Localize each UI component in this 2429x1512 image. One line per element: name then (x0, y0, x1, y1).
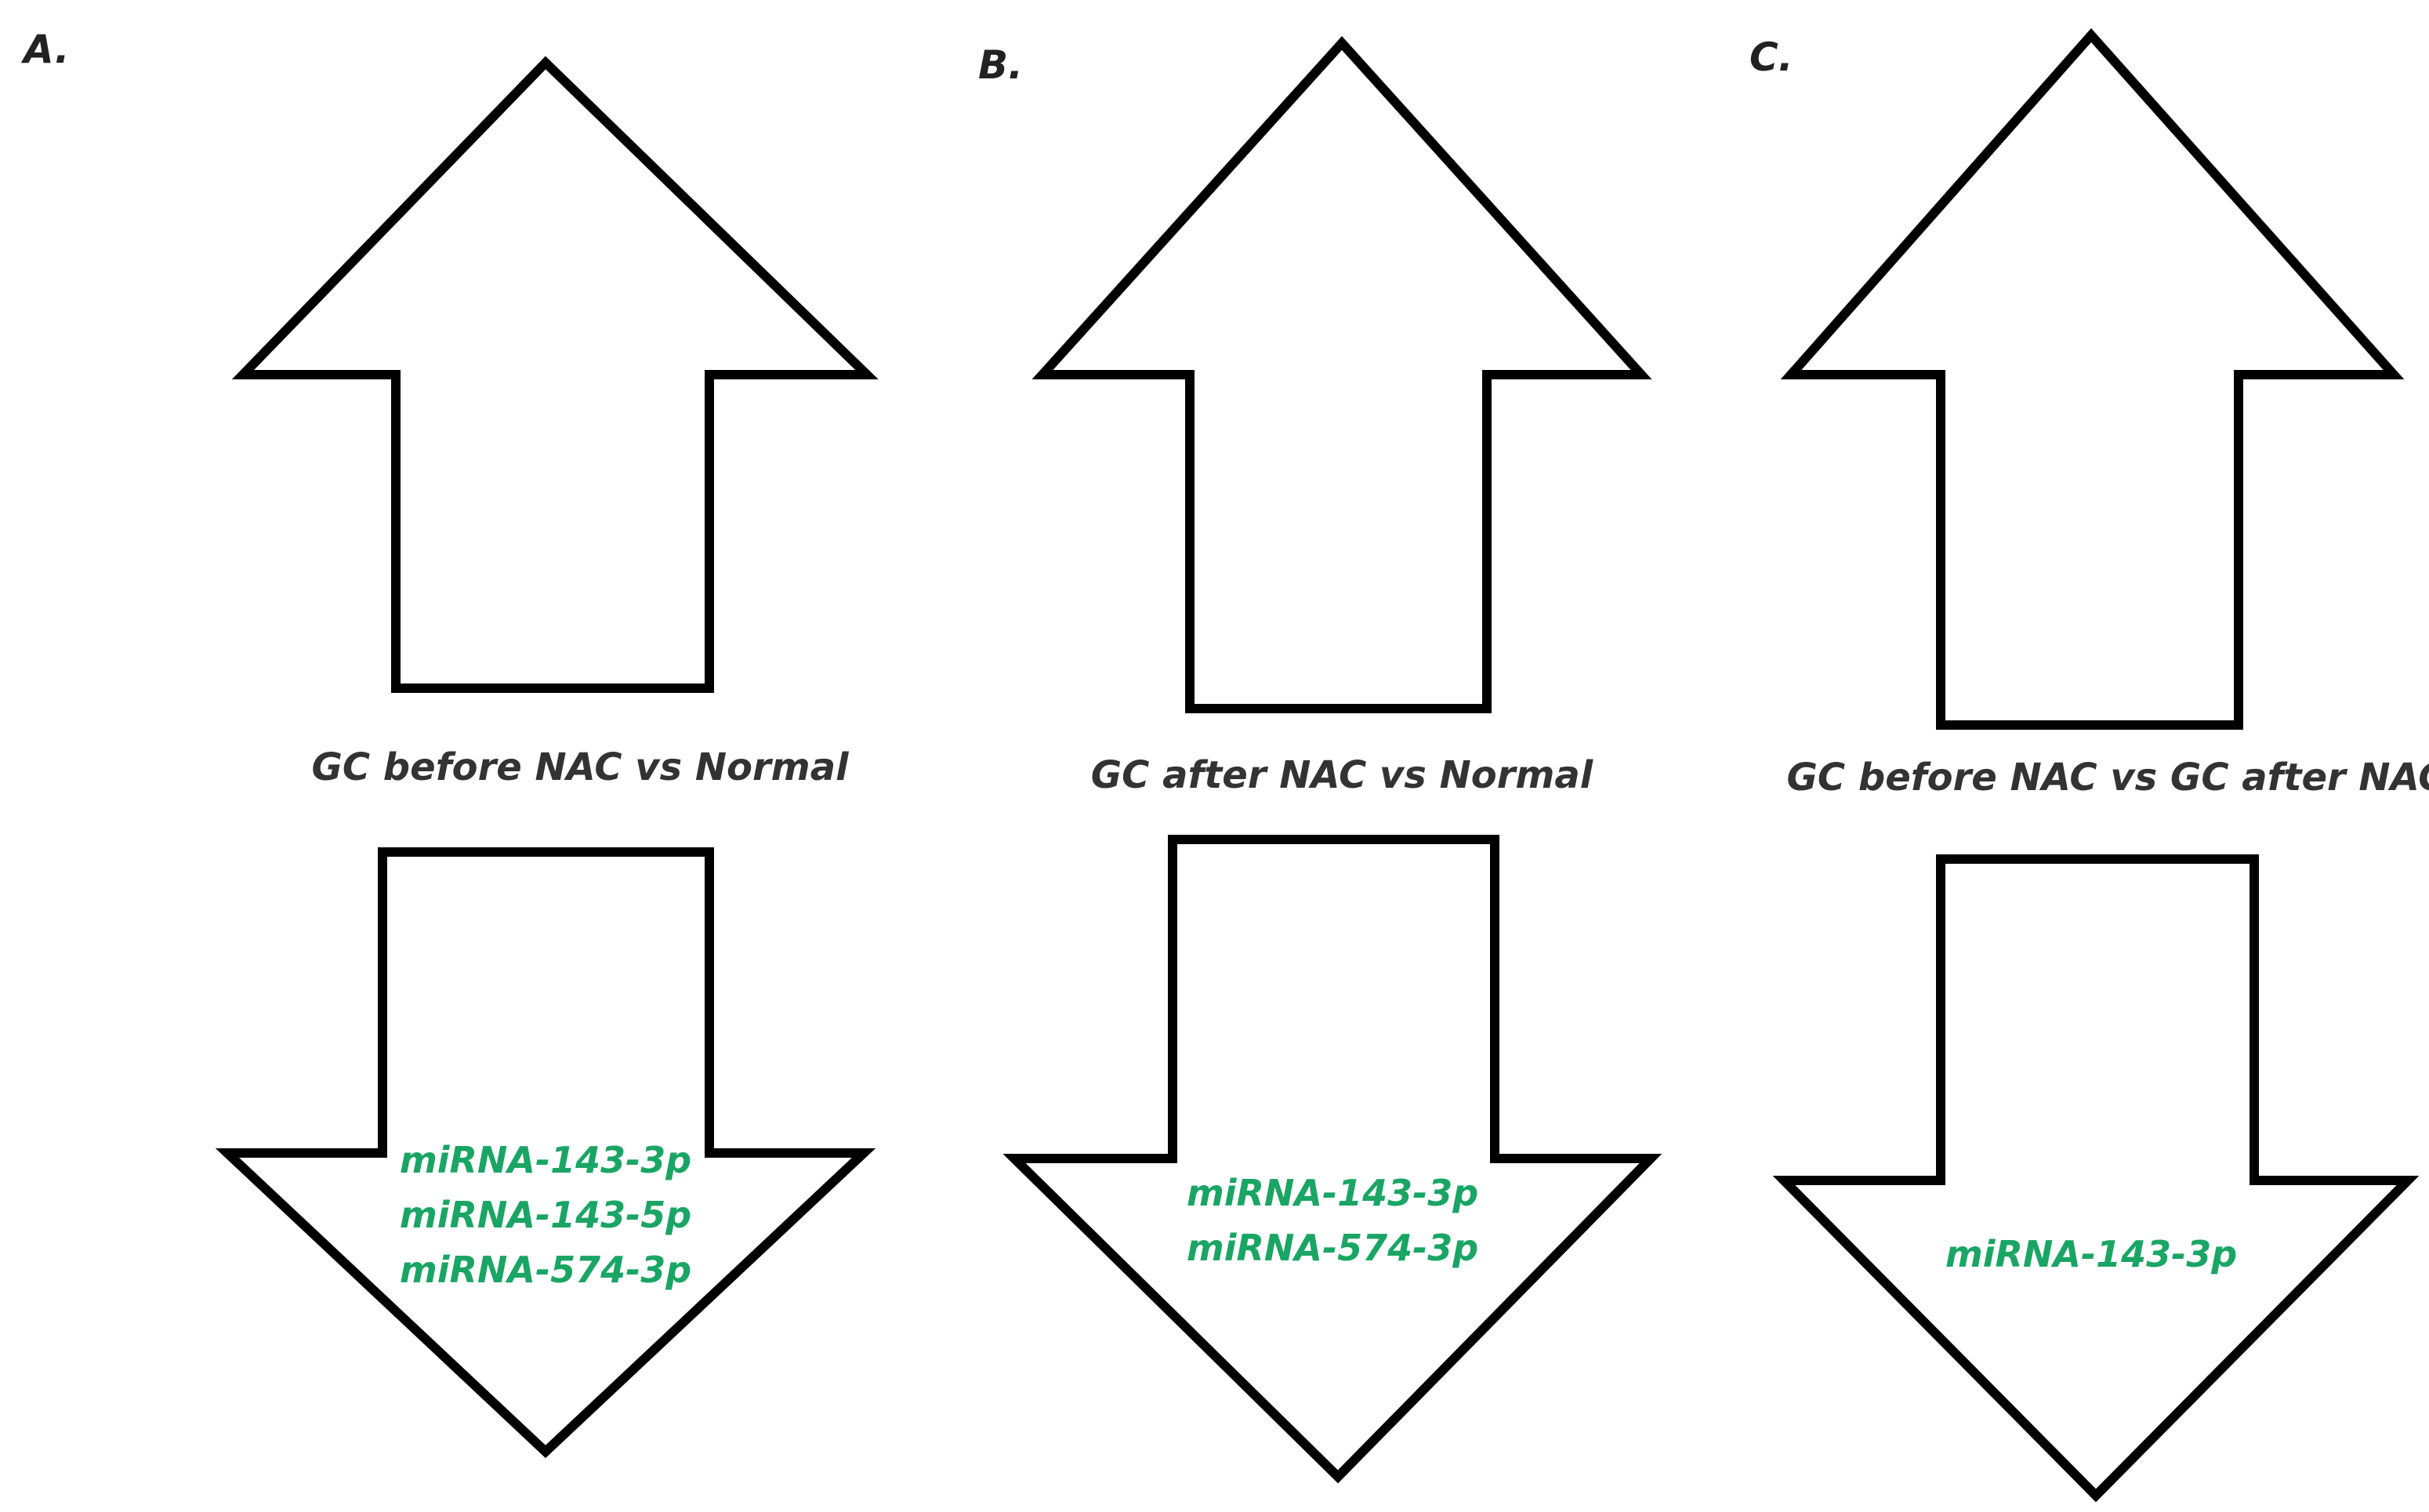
down-arrow-icon (1772, 854, 2420, 1503)
up-arrow-icon (1780, 27, 2405, 730)
down-regulated-mirna-b-1: miRNA-143-3p (1187, 1172, 1478, 1214)
down-regulated-mirna-c-1: miRNA-143-3p (1945, 1233, 2237, 1275)
comparison-label-b: GC after NAC vs Normal (1091, 753, 1593, 797)
panel-a: A. GC before NAC vs Normal miRNA-143-3p … (20, 27, 879, 1459)
down-regulated-mirna-a-1: miRNA-143-3p (400, 1139, 691, 1181)
down-regulated-mirna-b-2: miRNA-574-3p (1187, 1227, 1478, 1269)
up-arrow-icon (1031, 36, 1652, 713)
down-regulated-mirna-a-3: miRNA-574-3p (400, 1249, 691, 1291)
panel-letter-a: A. (20, 27, 70, 72)
comparison-label-c: GC before NAC vs GC after NAC (1787, 756, 2429, 800)
down-arrow-icon (1002, 835, 1662, 1484)
panel-b: B. GC after NAC vs Normal miRNA-143-3p m… (978, 36, 1662, 1484)
panel-c: C. GC before NAC vs GC after NAC miRNA-1… (1749, 27, 2429, 1503)
panel-letter-c: C. (1749, 34, 1793, 80)
comparison-label-a: GC before NAC vs Normal (311, 745, 849, 789)
down-regulated-mirna-a-2: miRNA-143-5p (400, 1194, 691, 1236)
down-arrow-icon (215, 847, 876, 1459)
up-arrow-icon (231, 56, 879, 693)
panel-letter-b: B. (978, 42, 1023, 88)
